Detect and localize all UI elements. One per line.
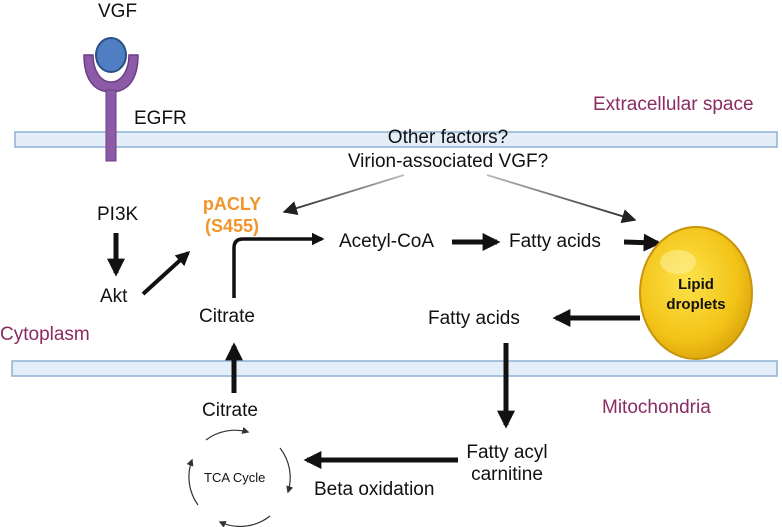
other-factors-to-lipid-arrow [486, 174, 637, 224]
citrate-cytoplasm-label: Citrate [199, 306, 255, 327]
pacly-line-1: pACLY [202, 194, 262, 214]
vgf-label: VGF [98, 1, 138, 22]
fatty-acyl-carnitine-label: Fatty acyl carnitine [458, 442, 556, 486]
akt-to-pacly-arrow [141, 251, 191, 296]
mitochondria-label: Mitochondria [602, 397, 711, 418]
lipid-droplets-line-2: droplets [666, 296, 726, 313]
plasma-membrane [14, 131, 778, 148]
lipid-droplets-label: Lipid droplets [652, 275, 740, 315]
other-factors-line-1: Other factors? [387, 127, 509, 148]
other-factors-label: Other factors? Virion-associated VGF? [340, 126, 556, 174]
tca-cycle-label: TCA Cycle [204, 470, 266, 485]
fatty-acids-mid-label: Fatty acids [428, 308, 520, 329]
lipid-droplet-icon [639, 226, 753, 360]
extracellular-space-label: Extracellular space [593, 94, 754, 115]
fatty-acids-to-lipid-droplets-arrow [623, 233, 662, 252]
cytoplasm-label: Cytoplasm [0, 324, 90, 345]
mitochondrial-membrane [11, 360, 778, 377]
citrate-mitochondria-label: Citrate [202, 400, 258, 421]
other-factors-to-pacly-arrow [282, 174, 405, 216]
akt-label: Akt [100, 286, 128, 307]
egfr-receptor-icon [83, 54, 139, 162]
tca-cycle-arrows-icon [186, 426, 294, 527]
acetyl-coa-label: Acetyl-CoA [339, 231, 435, 252]
other-factors-line-2: Virion-associated VGF? [347, 151, 549, 172]
pacly-label: pACLY (S455) [188, 193, 276, 237]
lipid-droplets-line-1: Lipid [678, 276, 714, 293]
fatty-acyl-line-1: Fatty acyl [466, 442, 548, 463]
citrate-to-acetyl-coa-arrow [232, 232, 325, 298]
beta-oxidation-label: Beta oxidation [314, 479, 435, 500]
fatty-acyl-line-2: carnitine [471, 464, 543, 485]
pacly-line-2: (S455) [204, 216, 260, 236]
egfr-label: EGFR [134, 108, 187, 129]
vgf-ligand-icon [95, 37, 127, 73]
pi3k-label: PI3K [97, 204, 139, 225]
fatty-acids-top-label: Fatty acids [509, 231, 601, 252]
